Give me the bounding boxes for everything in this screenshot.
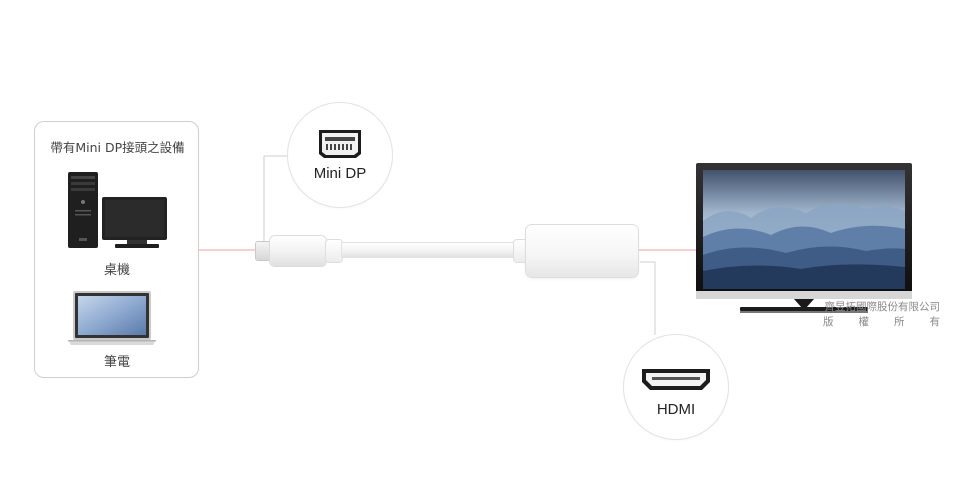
leader-line-minidp [263,155,288,242]
adapter-cable [342,243,518,257]
hdmi-adapter-housing [526,225,638,277]
minidp-label: Mini DP [313,165,367,182]
copyright-company: 齊昱拓國際股份有限公司 [824,301,941,313]
leader-line-hdmi [640,261,656,335]
hdmi-callout: HDMI [624,335,728,439]
minidp-callout: Mini DP [288,103,392,207]
desktop-computer-icon [68,172,167,248]
minidp-plug-tip [256,242,272,260]
television-icon [696,163,912,313]
devices-box-title: 帶有Mini DP接頭之設備 [50,140,185,155]
source-devices-box: 帶有Mini DP接頭之設備 桌機 筆電 [34,121,199,378]
minidp-port-icon [319,130,361,158]
laptop-label: 筆電 [103,355,130,370]
copyright-rights: 版權所有 [823,316,960,328]
minidp-plug-housing [270,236,326,266]
cable-strain-relief-right [514,240,528,262]
hdmi-port-icon [642,369,710,390]
copyright-notice: 齊昱拓國際股份有限公司 版權所有 [790,300,940,330]
cable-strain-relief-left [326,240,342,262]
desktop-label: 桌機 [103,263,130,278]
laptop-icon [68,291,156,345]
hdmi-label: HDMI [656,401,696,418]
